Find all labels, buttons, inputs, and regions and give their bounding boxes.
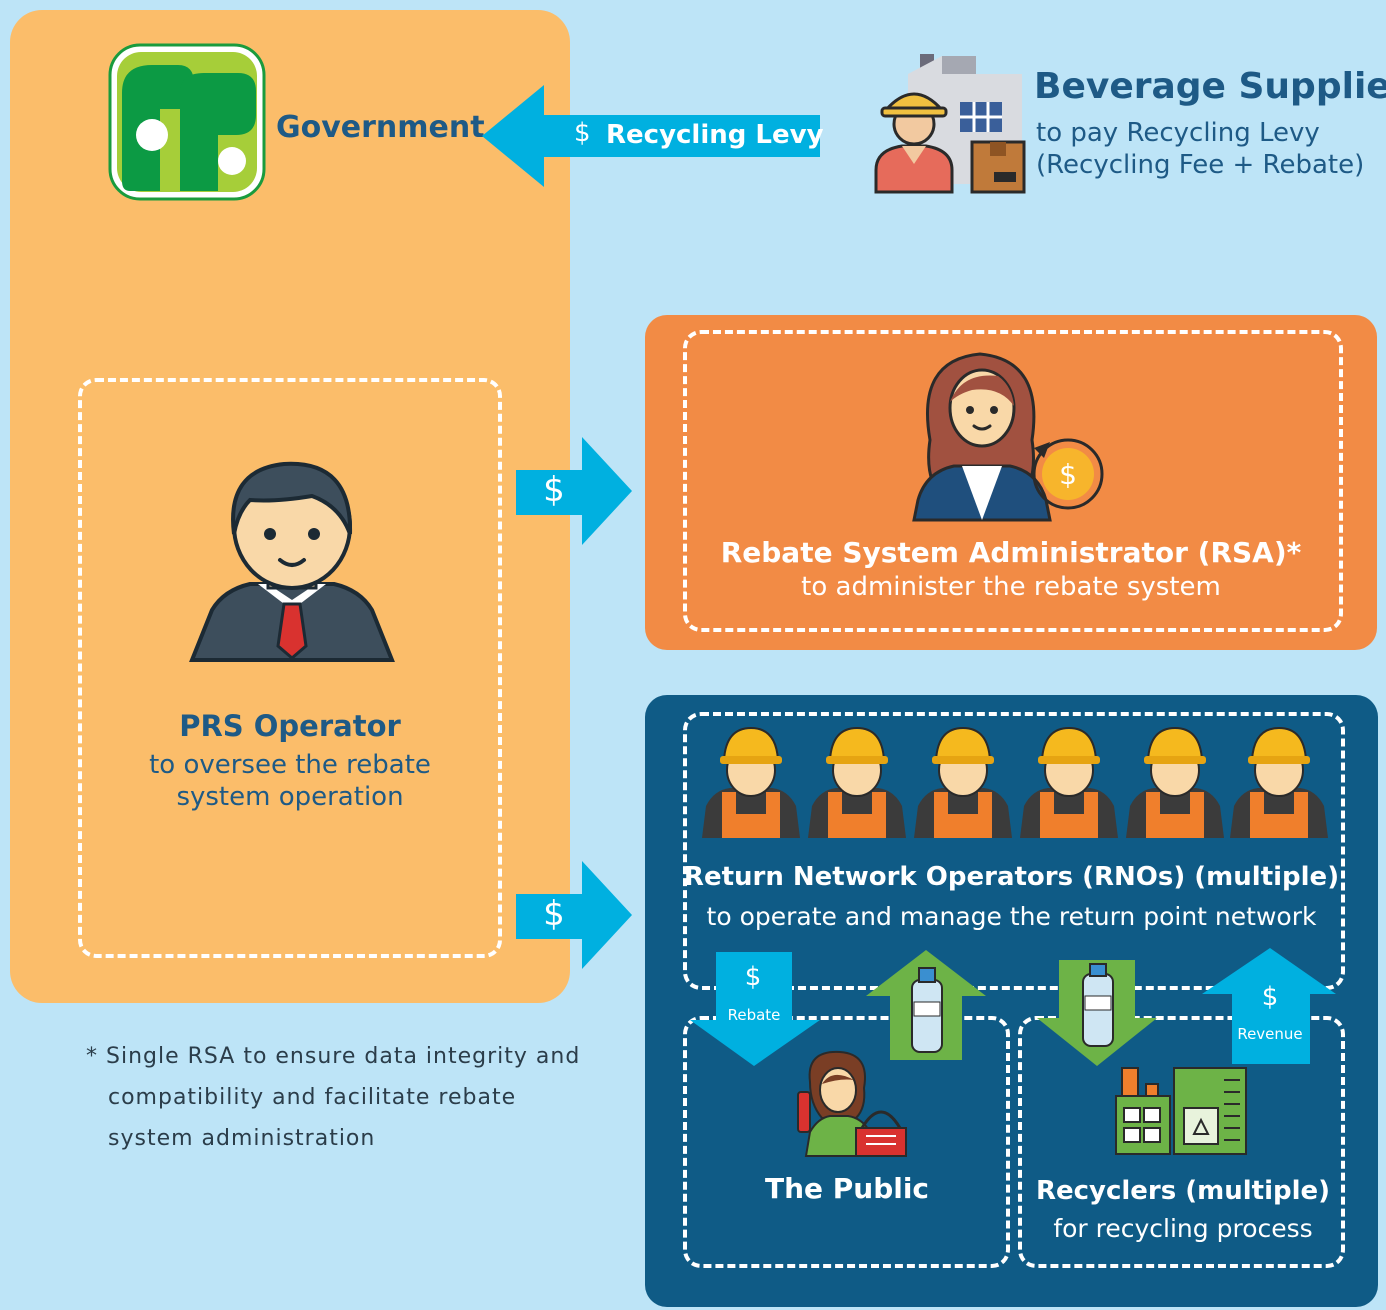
public-frame [683,1016,1010,1268]
payment-arrow-to-rno [516,861,632,969]
rno-subtitle: to operate and manage the return point n… [706,902,1317,931]
recycling-levy-arrow [482,85,820,187]
prs-operator-title: PRS Operator [179,709,401,743]
footnote-line3: system administration [108,1126,376,1151]
public-shopper-icon [797,1050,907,1157]
recycling-plant-icon [1115,1067,1247,1155]
payment-arrow-to-rsa [516,437,632,545]
beverage-suppliers-title: Beverage Suppliers [1034,66,1386,107]
revenue-arrow [1202,948,1336,1064]
bottle-return-arrow-down [1037,960,1157,1066]
government-label: Government [276,110,485,145]
rno-workers-group [700,726,1330,840]
rno-worker-icon [702,726,800,838]
recyclers-title: Recyclers (multiple) [1035,1176,1331,1206]
footnote-line1: * Single RSA to ensure data integrity an… [86,1044,581,1069]
rsa-administrator-icon: $ [912,352,1104,522]
rebate-arrow [690,952,820,1066]
rebate-label: Rebate [727,1006,781,1024]
rsa-title: Rebate System Administrator (RSA)* [720,536,1302,569]
footnote-line2: compatibility and facilitate rebate [108,1085,517,1110]
levy-label: Recycling Levy [606,120,824,150]
prs-operator-frame [78,378,502,958]
government-logo [108,43,266,201]
levy-dollar-icon: $ [574,118,591,148]
recyclers-frame [1018,1016,1345,1268]
rsa-frame [683,330,1343,632]
recyclers-subtitle: for recycling process [1053,1214,1313,1243]
rsa-subtitle: to administer the rebate system [801,572,1221,602]
rno-worker-icon [914,726,1012,838]
svg-text:$: $ [1059,458,1077,491]
rno-frame [683,712,1345,990]
payment-dollar-rno: $ [543,894,565,934]
factory-worker-icon [874,54,1026,194]
rno-worker-icon [1230,726,1328,838]
bottle-return-arrow-up [866,950,986,1060]
beverage-suppliers-line1: to pay Recycling Levy [1036,118,1320,148]
revenue-label: Revenue [1237,1025,1303,1043]
public-title: The Public [764,1172,930,1205]
prs-operator-icon [189,461,395,662]
rno-title: Return Network Operators (RNOs) (multipl… [683,862,1340,892]
beverage-suppliers-line2: (Recycling Fee + Rebate) [1036,150,1365,180]
prs-operator-line1: to oversee the rebate [149,750,431,780]
revenue-dollar-icon: $ [1261,982,1279,1012]
prs-operator-line2: system operation [176,782,404,812]
rno-worker-icon [1020,726,1118,838]
payment-dollar-rsa: $ [543,470,565,510]
rebate-dollar-icon: $ [744,962,762,992]
rno-worker-icon [1126,726,1224,838]
rno-worker-icon [808,726,906,838]
